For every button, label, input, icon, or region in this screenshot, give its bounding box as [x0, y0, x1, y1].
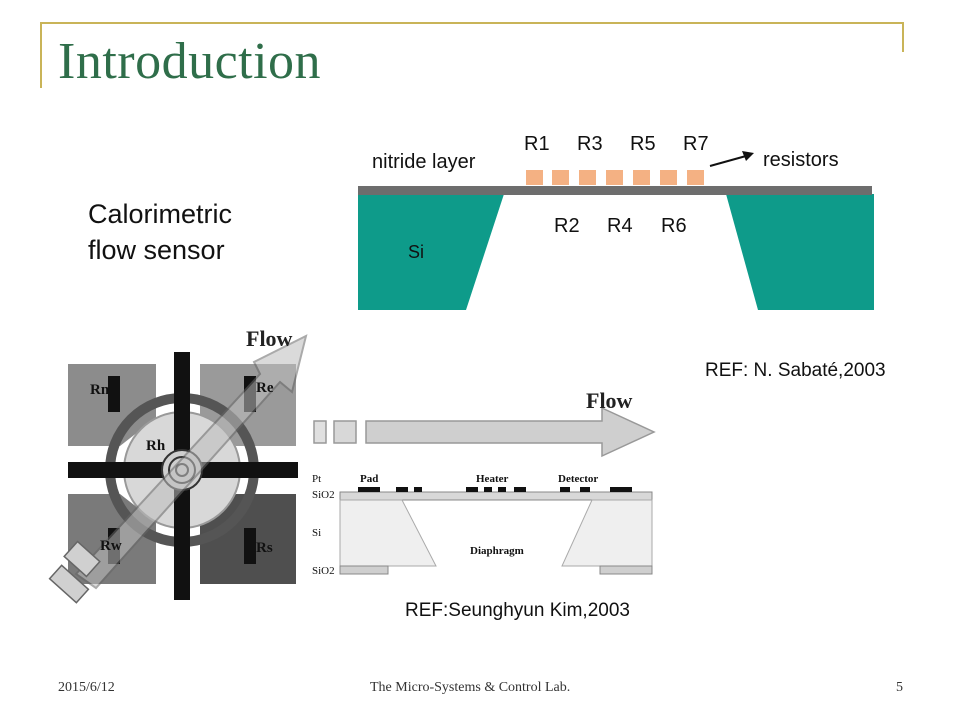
si-label: Si — [408, 242, 424, 262]
reference-sabate: REF: N. Sabaté,2003 — [705, 360, 886, 381]
silicon-right — [726, 194, 874, 310]
resistor-r3: R3 — [577, 133, 603, 155]
layer-sio2-top: SiO2 — [312, 489, 335, 501]
frame-right-line — [902, 22, 904, 52]
footer-page-number: 5 — [896, 680, 903, 695]
flow-label-left: Flow — [246, 326, 293, 351]
frame-left-line — [40, 22, 42, 88]
label-detector: Detector — [558, 473, 598, 485]
resistor-r1: R1 — [524, 133, 550, 155]
resistor-r2: R2 — [554, 215, 580, 237]
arrow-icon — [709, 151, 754, 167]
sensor-cross-section-figure: Flow Pt SiO2 Si SiO2 Pad Heater Detector… — [312, 388, 656, 577]
label-re: Re — [256, 380, 274, 396]
footer-lab-name: The Micro-Systems & Control Lab. — [370, 680, 571, 695]
sensor-label-line1: Calorimetric — [88, 199, 233, 229]
nitride-layer — [358, 186, 872, 195]
resistor-r7: R7 — [683, 133, 709, 155]
label-diaphragm: Diaphragm — [470, 545, 524, 557]
footer-date: 2015/6/12 — [58, 680, 115, 695]
label-heater: Heater — [476, 473, 508, 485]
layer-pt: Pt — [312, 473, 321, 485]
slide-title: Introduction — [58, 33, 322, 90]
frame-top-line — [40, 22, 904, 24]
silicon-left — [358, 194, 504, 310]
sensor-label: Calorimetric flow sensor — [88, 196, 232, 268]
flow-arrow-icon — [74, 334, 308, 590]
label-rh: Rh — [146, 438, 166, 454]
nitride-layer-label: nitride layer — [372, 151, 476, 173]
resistor-r4: R4 — [607, 215, 633, 237]
resistor-array — [526, 170, 704, 185]
label-rw: Rw — [100, 538, 122, 554]
sensor-top-view-figure: Flow Rn Re Rh Rw Rs — [48, 326, 308, 604]
resistors-label: resistors — [763, 149, 839, 171]
layer-si: Si — [312, 527, 321, 539]
reference-kim: REF:Seunghyun Kim,2003 — [405, 600, 630, 621]
label-pad: Pad — [360, 473, 378, 485]
resistor-r6: R6 — [661, 215, 687, 237]
resistor-r5: R5 — [630, 133, 656, 155]
flow-label-right: Flow — [586, 388, 633, 413]
label-rn: Rn — [90, 382, 110, 398]
label-rs: Rs — [256, 540, 273, 556]
cross-section-figure: nitride layer R1 R3 R5 R7 resistors R2 R… — [358, 128, 874, 310]
layer-sio2-bottom: SiO2 — [312, 565, 335, 577]
flow-arrow-right-icon — [313, 406, 656, 458]
sensor-label-line2: flow sensor — [88, 235, 225, 265]
